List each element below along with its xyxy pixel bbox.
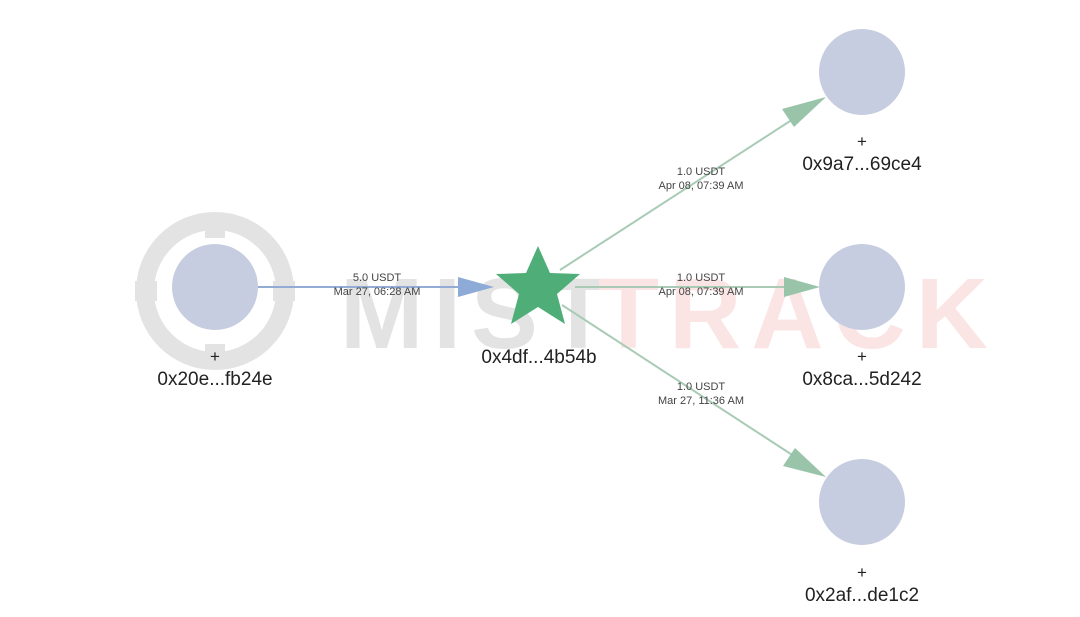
edges <box>258 97 826 477</box>
node-t3[interactable]: + 0x2af...de1c2 <box>805 459 919 606</box>
edge-label-time: Apr 08, 07:39 AM <box>659 286 744 298</box>
address-node-circle[interactable] <box>819 244 905 330</box>
edge-label-time: Mar 27, 06:28 AM <box>334 286 421 298</box>
node-address-label[interactable]: 0x2af...de1c2 <box>805 585 919 606</box>
node-address-label[interactable]: 0x8ca...5d242 <box>802 369 921 390</box>
edge-label-time: Apr 08, 07:39 AM <box>659 180 744 192</box>
arrowhead-icon <box>458 277 494 297</box>
expand-plus-icon[interactable]: + <box>210 347 220 366</box>
edge-label-amount: 5.0 USDT <box>353 272 402 284</box>
nodes: + 0x20e...fb24e 0x4df...4b54b + 0x9a7...… <box>157 29 922 606</box>
edge-label-time: Mar 27, 11:36 AM <box>658 395 744 407</box>
address-node-circle[interactable] <box>172 244 258 330</box>
node-address-label[interactable]: 0x9a7...69ce4 <box>802 154 922 175</box>
arrowhead-icon <box>784 277 820 297</box>
edge-label-amount: 1.0 USDT <box>677 272 726 284</box>
edge-label-amount: 1.0 USDT <box>677 166 726 178</box>
expand-plus-icon[interactable]: + <box>857 563 867 582</box>
node-t1[interactable]: + 0x9a7...69ce4 <box>802 29 922 175</box>
expand-plus-icon[interactable]: + <box>857 347 867 366</box>
address-node-circle[interactable] <box>819 459 905 545</box>
edge-center-t1[interactable] <box>559 111 805 271</box>
arrowhead-icon <box>783 448 826 477</box>
arrowhead-icon <box>782 97 826 127</box>
address-node-circle[interactable] <box>819 29 905 115</box>
watermark-text-right: TRACK <box>598 258 998 370</box>
crosshair-logo-icon <box>135 212 295 370</box>
edge-labels: 5.0 USDT Mar 27, 06:28 AM 1.0 USDT Apr 0… <box>334 166 744 407</box>
node-address-label[interactable]: 0x20e...fb24e <box>157 369 272 390</box>
star-icon[interactable] <box>496 246 580 324</box>
edge-label-amount: 1.0 USDT <box>677 381 726 393</box>
node-center[interactable]: 0x4df...4b54b <box>481 246 597 368</box>
edge-center-t3[interactable] <box>561 304 801 461</box>
node-t2[interactable]: + 0x8ca...5d242 <box>802 244 922 390</box>
node-address-label[interactable]: 0x4df...4b54b <box>481 347 596 368</box>
expand-plus-icon[interactable]: + <box>857 132 867 151</box>
node-src[interactable]: + 0x20e...fb24e <box>157 244 273 390</box>
